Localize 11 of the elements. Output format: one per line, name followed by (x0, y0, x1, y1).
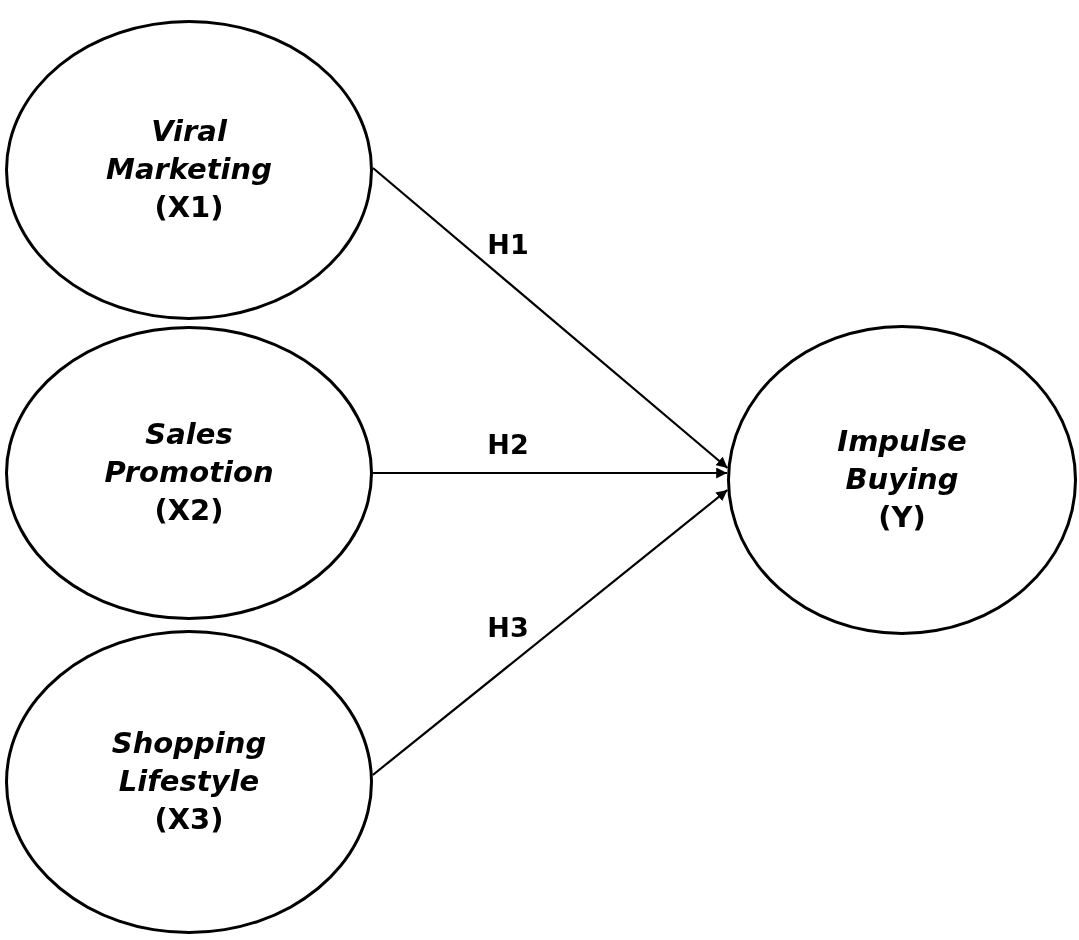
construct-name: Shopping Lifestyle (110, 725, 268, 801)
construct-code: (X1) (154, 188, 224, 226)
construct-name: Impulse Buying (836, 423, 968, 499)
construct-code: (X3) (154, 800, 224, 838)
construct-name: Sales Promotion (103, 416, 275, 492)
construct-code: (Y) (878, 498, 926, 536)
arrow (373, 467, 728, 479)
construct-name: Viral Marketing (105, 113, 273, 189)
arrow (372, 167, 729, 469)
construct-code: (X2) (154, 491, 224, 529)
arrow (372, 489, 729, 776)
